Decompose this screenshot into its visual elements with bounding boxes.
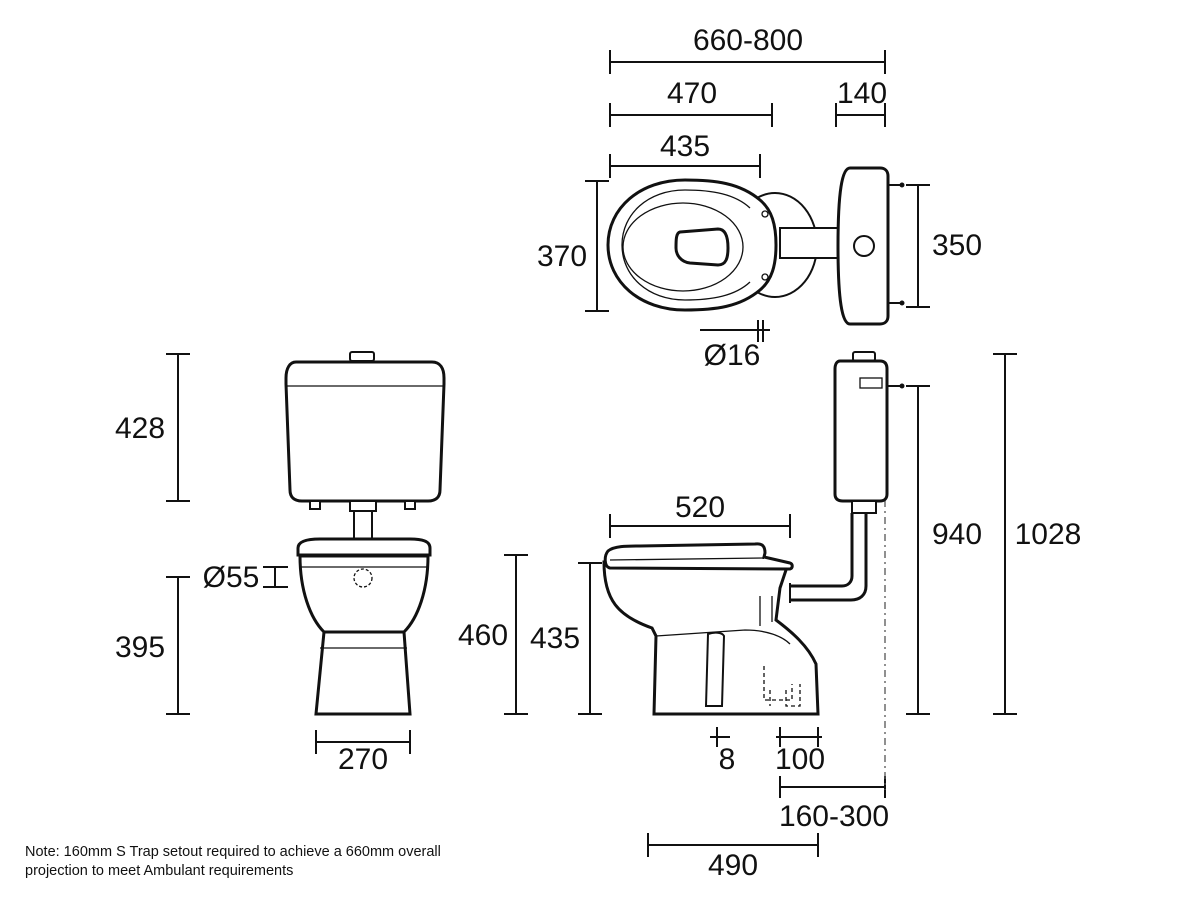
top-view: 660-800 470 140 435 370 — [537, 24, 982, 372]
dim-pan-width: 370 — [537, 180, 609, 312]
dim-rim-height: 435 — [530, 562, 602, 715]
dim-pan-height: 395 — [115, 576, 190, 715]
dim-trap-offset: 100 — [775, 727, 825, 776]
dim-label-rim-height: 435 — [530, 622, 580, 655]
dim-label-cistern-depth: 140 — [837, 77, 887, 110]
cistern-top — [836, 166, 905, 326]
dim-label-pan-width: 370 — [537, 240, 587, 273]
dim-overall-projection: 660-800 — [609, 24, 886, 74]
dim-label-cistern-width: 350 — [932, 229, 982, 262]
dim-label-base-length: 490 — [708, 849, 758, 882]
dim-seat-height: 460 — [458, 554, 528, 715]
dim-label-seat-height: 460 — [458, 619, 508, 652]
dim-label-seat-length: 520 — [675, 491, 725, 524]
dim-label-inlet-diameter: Ø55 — [203, 561, 260, 594]
flush-pipe-outer — [790, 513, 854, 588]
dim-cistern-height: 428 — [115, 353, 190, 502]
dim-label-pan-projection: 470 — [667, 77, 717, 110]
dim-label-flush-pipe: Ø16 — [704, 339, 761, 372]
dim-cistern-width: 350 — [906, 184, 982, 308]
dim-base-length: 490 — [647, 833, 819, 882]
dim-label-overall-height: 1028 — [1015, 518, 1082, 551]
dim-label-overall-projection: 660-800 — [693, 24, 803, 57]
flush-pipe-inner — [790, 513, 868, 602]
pan-side — [602, 542, 820, 716]
dim-cistern-mount-height: 940 — [906, 385, 982, 715]
cistern-front — [284, 351, 446, 548]
dim-base-offset: 8 — [710, 727, 735, 776]
pan-front — [296, 537, 432, 716]
dim-pan-projection: 470 — [609, 77, 773, 127]
dim-label-base-width: 270 — [338, 743, 388, 776]
dim-flush-pipe-diameter: Ø16 — [700, 320, 770, 372]
cistern-side — [833, 351, 905, 514]
dim-label-setout: 160-300 — [779, 800, 889, 833]
ambulant-note: Note: 160mm S Trap setout required to ac… — [25, 844, 441, 879]
dim-inlet-diameter: Ø55 — [203, 561, 288, 594]
dim-seat-length: 520 — [609, 491, 791, 538]
dim-label-trap-offset: 100 — [775, 743, 825, 776]
front-view: 428 395 Ø55 270 — [115, 351, 446, 776]
dim-label-cistern-height: 428 — [115, 412, 165, 445]
pan-top — [606, 178, 841, 312]
dim-base-width: 270 — [315, 730, 411, 776]
dim-label-pan-height: 395 — [115, 631, 165, 664]
dim-label-base-offset: 8 — [719, 743, 736, 776]
dim-cistern-depth: 140 — [835, 77, 887, 127]
side-view: 520 460 435 940 1028 — [458, 351, 1082, 882]
dim-label-cistern-mount-height: 940 — [932, 518, 982, 551]
dim-overall-height: 1028 — [993, 353, 1082, 715]
dim-seat-length-top: 435 — [609, 130, 761, 178]
flush-button-icon — [853, 235, 875, 257]
dim-setout: 160-300 — [779, 776, 889, 833]
dim-label-seat-length-top: 435 — [660, 130, 710, 163]
